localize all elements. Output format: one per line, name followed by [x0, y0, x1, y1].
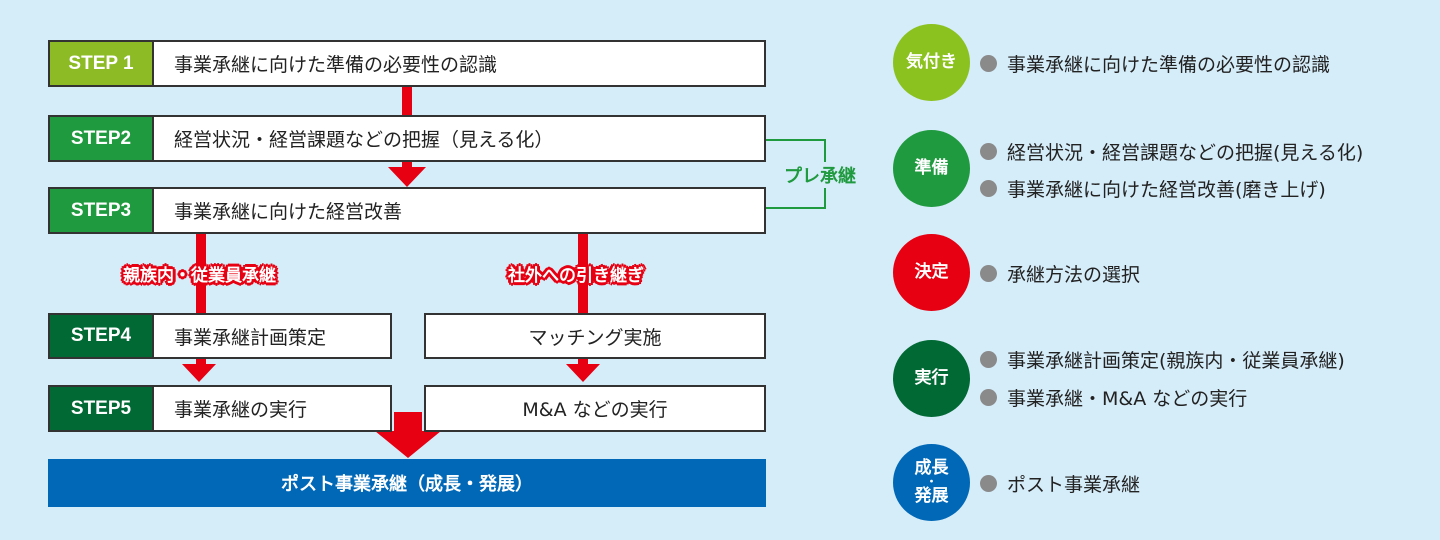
connector-4-5	[196, 358, 206, 366]
ma-box: M&A などの実行	[424, 385, 766, 432]
phase-preparation: 準備	[893, 130, 970, 207]
bullet-icon	[980, 55, 997, 72]
big-arrow-head	[375, 431, 441, 458]
phase-growth-line2: 発展	[914, 485, 949, 506]
bullet-icon	[980, 143, 997, 160]
branch-label-family: 親族内・従業員承継	[123, 266, 276, 286]
matching-text: マッチング実施	[528, 326, 662, 349]
step-5: STEP5 事業承継の実行	[48, 385, 392, 432]
phase-item: 事業承継計画策定(親族内・従業員承継)	[980, 346, 1345, 373]
phase-decision: 決定	[893, 234, 970, 311]
step-5-text: 事業承継の実行	[174, 399, 308, 421]
phase-item-text: 事業承継に向けた経営改善(磨き上げ)	[1007, 179, 1326, 201]
phase-item: 承継方法の選択	[980, 260, 1140, 287]
step-1-text: 事業承継に向けた準備の必要性の認識	[174, 54, 498, 76]
step-3-text: 事業承継に向けた経営改善	[174, 201, 403, 223]
step-3: STEP3 事業承継に向けた経営改善	[48, 187, 766, 234]
step-2: STEP2 経営状況・経営課題などの把握（見える化）	[48, 115, 766, 162]
big-arrow-shaft	[394, 412, 422, 432]
connector-matching-ma	[578, 358, 588, 366]
phase-item-text: 事業承継に向けた準備の必要性の認識	[1007, 54, 1331, 76]
phase-item: 事業承継に向けた経営改善(磨き上げ)	[980, 175, 1326, 202]
phase-item-text: 事業承継計画策定(親族内・従業員承継)	[1007, 350, 1345, 372]
branch-label-external: 社外への引き継ぎ	[508, 266, 644, 286]
connector-3-4	[196, 233, 206, 313]
step-4-text: 事業承継計画策定	[174, 326, 327, 349]
step-1: STEP 1 事業承継に向けた準備の必要性の認識	[48, 40, 766, 87]
step-1-label: STEP 1	[50, 42, 154, 85]
bullet-icon	[980, 475, 997, 492]
phase-growth: 成長 ・ 発展	[893, 444, 970, 521]
pre-succession-label: プレ承継	[782, 162, 858, 188]
phase-item-text: 事業承継・M&A などの実行	[1007, 388, 1248, 410]
step-3-label: STEP3	[50, 189, 154, 232]
connector-3-matching	[578, 233, 588, 313]
phase-growth-line1: 成長	[914, 457, 949, 478]
arrow-matching-ma	[566, 364, 600, 382]
step-2-text: 経営状況・経営課題などの把握（見える化）	[174, 129, 554, 151]
ma-text: M&A などの実行	[522, 399, 668, 421]
post-succession-text: ポスト事業承継（成長・発展）	[281, 474, 533, 495]
phase-item-text: 承継方法の選択	[1007, 264, 1141, 286]
step-2-label: STEP2	[50, 117, 154, 160]
phase-item: ポスト事業承継	[980, 470, 1140, 497]
arrow-2-3	[388, 167, 426, 187]
bullet-icon	[980, 389, 997, 406]
phase-item-text: ポスト事業承継	[1007, 474, 1141, 496]
bullet-icon	[980, 351, 997, 368]
connector-1-2	[402, 86, 412, 116]
phase-execution: 実行	[893, 340, 970, 417]
phase-growth-sep: ・	[926, 475, 937, 489]
step-5-label: STEP5	[50, 387, 154, 430]
bullet-icon	[980, 180, 997, 197]
phase-item-text: 経営状況・経営課題などの把握(見える化)	[1007, 142, 1364, 164]
matching-box: マッチング実施	[424, 313, 766, 359]
connector-2-3	[402, 161, 412, 169]
phase-item: 事業承継・M&A などの実行	[980, 384, 1247, 411]
phase-item: 事業承継に向けた準備の必要性の認識	[980, 50, 1330, 77]
post-succession-bar: ポスト事業承継（成長・発展）	[48, 459, 766, 507]
arrow-4-5	[182, 364, 216, 382]
step-4-label: STEP4	[50, 315, 154, 357]
phase-awareness: 気付き	[893, 24, 970, 101]
phase-item: 経営状況・経営課題などの把握(見える化)	[980, 138, 1363, 165]
step-4: STEP4 事業承継計画策定	[48, 313, 392, 359]
bullet-icon	[980, 265, 997, 282]
